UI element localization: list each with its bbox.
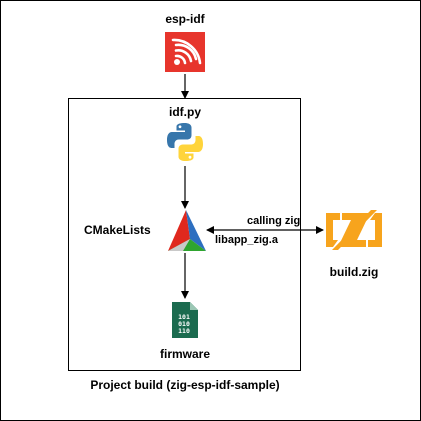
buildzig-label: build.zig: [329, 265, 379, 279]
espressif-logo-icon: [165, 32, 205, 72]
cmake-label: CMakeLists: [84, 223, 151, 237]
espidf-label: esp-idf: [165, 12, 205, 26]
binary-row-1: 101: [178, 313, 190, 321]
edge-label-libapp-zig: libapp_zig.a: [215, 234, 278, 246]
python-logo-icon: [167, 123, 203, 161]
binary-file-icon: 101 010 110: [172, 302, 198, 338]
firmware-label: firmware: [159, 347, 211, 361]
zig-logo-icon: [326, 210, 382, 250]
binary-row-3: 110: [178, 327, 190, 335]
binary-row-2: 010: [178, 320, 190, 328]
edge-label-calling-zig: calling zig: [247, 215, 301, 227]
cmake-logo-icon: [168, 210, 206, 251]
idfpy-label: idf.py: [169, 105, 201, 119]
project-build-label: Project build (zig-esp-idf-sample): [90, 378, 280, 392]
